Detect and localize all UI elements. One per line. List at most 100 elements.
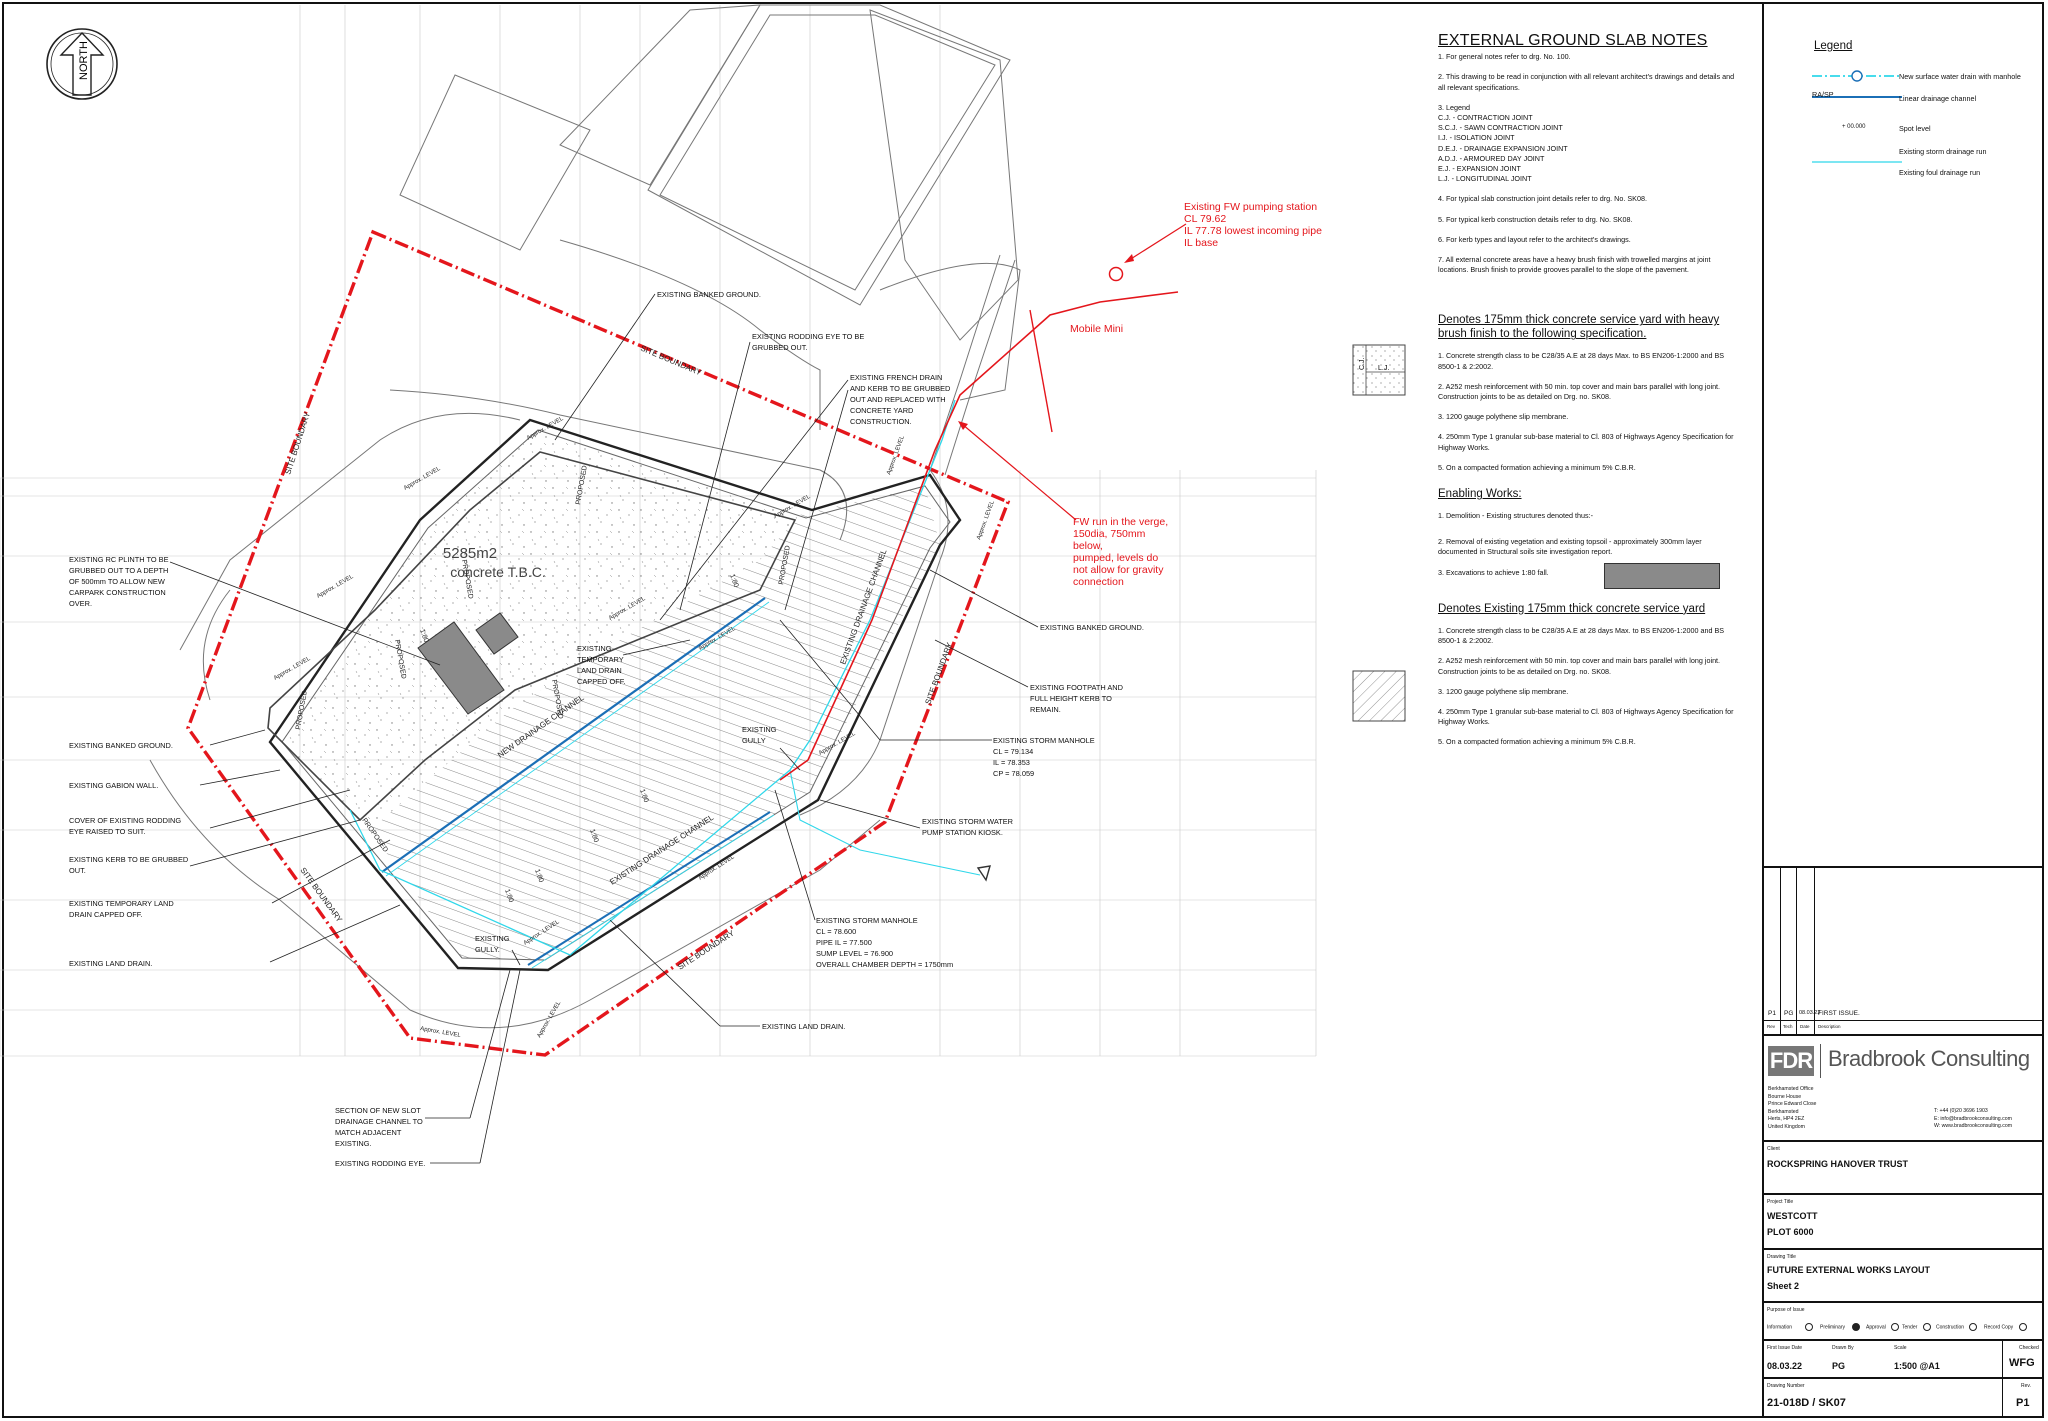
note-7: 7. All external concrete areas have a he… — [1438, 255, 1711, 275]
note-4: 4. For typical slab construction joint d… — [1438, 194, 1647, 204]
address-line-4: Berkhamsted — [1768, 1108, 1799, 1115]
drawn-by-value: PG — [1832, 1361, 1846, 1371]
area-size-label: 5285m2 — [443, 545, 497, 562]
purpose-approval: Approval — [1866, 1323, 1900, 1331]
approx-level-11: Approx. LEVEL — [420, 1026, 462, 1039]
callout-banked-top: EXISTING BANKED GROUND. — [657, 290, 761, 299]
notes-legend-cj: C.J. - CONTRACTION JOINT — [1438, 113, 1533, 123]
approx-level-6: Approx. LEVEL — [886, 434, 906, 475]
legend-text-channel: Linear drainage channel — [1899, 94, 1977, 103]
purpose-construction: Construction — [1936, 1323, 1978, 1331]
proposed-concrete-area — [282, 430, 800, 830]
fw-run-note-6: connection — [1073, 576, 1124, 588]
callout-plinth-1: EXISTING RC PLINTH TO BE — [69, 555, 169, 564]
north-arrow: NORTH — [46, 28, 118, 100]
site-boundary-label-top: SITE BOUNDARY — [639, 344, 703, 378]
drawing-number-block: Drawing Number 21-018D / SK07 Rev. P1 — [1762, 1377, 2044, 1418]
mobile-mini-note: Mobile Mini — [1070, 323, 1123, 335]
revision-head-rev: Rev — [1767, 1024, 1776, 1029]
callout-rodding-bottom: EXISTING RODDING EYE. — [335, 1159, 425, 1168]
callout-french-drain-3: OUT AND REPLACED WITH — [850, 395, 946, 404]
callout-gully-bottom-2: GULLY. — [475, 945, 500, 954]
external-slab-notes: EXTERNAL GROUND SLAB NOTES 1. For genera… — [1438, 32, 1738, 758]
company-block: FDR Bradbrook Consulting Berkhamsted Off… — [1762, 1034, 2044, 1140]
pumping-station-note-1: Existing FW pumping station — [1184, 201, 1317, 213]
callout-slot-channel-3: MATCH ADJACENT — [335, 1128, 402, 1137]
lj-symbol-label: L.J. — [1378, 365, 1389, 372]
approx-level-12: Approx. LEVEL — [537, 1000, 563, 1039]
callout-kerb-2: OUT. — [69, 866, 86, 875]
site-plan: NORTH 5285m2 concrete T.B.C. SITE BOUNDA… — [0, 4, 1322, 1168]
drawing-number-value: 21-018D / SK07 — [1767, 1397, 1846, 1409]
drawing-number-label: Drawing Number — [1767, 1383, 1805, 1389]
revision-head-by: Tech — [1783, 1024, 1793, 1029]
callout-storm-manhole-1-2: CL = 79.134 — [993, 747, 1033, 756]
existing-storm-drainage-run — [349, 399, 956, 956]
callout-gully-right-2: GULLY — [742, 736, 766, 745]
company-name: Bradbrook Consulting — [1828, 1046, 2030, 1071]
spec2-title: Denotes Existing 175mm thick concrete se… — [1438, 602, 1706, 615]
callout-french-drain-1: EXISTING FRENCH DRAIN — [850, 373, 942, 382]
rev-label: Rev. — [2021, 1383, 2031, 1389]
spec2-item-5: 5. On a compacted formation achieving a … — [1438, 737, 1636, 747]
pumping-station-note-2: CL 79.62 — [1184, 213, 1226, 225]
spec1-item-1: 1. Concrete strength class to be C28/35 … — [1438, 351, 1725, 371]
notes-legend-dej: D.E.J. - DRAINAGE EXPANSION JOINT — [1438, 143, 1568, 153]
fall-label-2: 1:80 — [638, 788, 649, 803]
right-panel-divider — [1762, 2, 1764, 1418]
approx-level-3: Approx. LEVEL — [316, 574, 355, 600]
callout-temp-drain-left-2: DRAIN CAPPED OFF. — [69, 910, 143, 919]
callout-plinth-4: CARPARK CONSTRUCTION — [69, 588, 166, 597]
address-line-6: United Kingdom — [1768, 1123, 1805, 1130]
note-1: 1. For general notes refer to drg. No. 1… — [1438, 52, 1571, 62]
callout-gully-right-1: EXISTING — [742, 725, 777, 734]
fw-run-note-5: not allow for gravity — [1073, 564, 1164, 576]
spec2-item-1: 1. Concrete strength class to be C28/35 … — [1438, 625, 1725, 646]
notes-legend-adj: A.D.J. - ARMOURED DAY JOINT — [1438, 153, 1545, 163]
callout-temp-drain-mid-1: EXISTING — [577, 644, 612, 653]
fw-run-note-3: below, — [1073, 540, 1103, 552]
purpose-preliminary: Preliminary — [1820, 1323, 1861, 1331]
client-label: Client — [1767, 1146, 1780, 1152]
project-label: Project Title — [1767, 1199, 1794, 1205]
drawing-title-label: Drawing Title — [1767, 1254, 1796, 1260]
project-line-1: WESTCOTT — [1767, 1211, 1818, 1221]
drawing-title-line-2: Sheet 2 — [1767, 1281, 1800, 1291]
callout-storm-manhole-2-2: CL = 78.600 — [816, 927, 856, 936]
callout-kerb-1: EXISTING KERB TO BE GRUBBED — [69, 855, 188, 864]
purpose-information: Information — [1767, 1323, 1814, 1331]
callout-rodding-cover-2: EYE RAISED TO SUIT. — [69, 827, 146, 836]
spec2-symbol — [1352, 670, 1406, 722]
revision-rev: P1 — [1768, 1010, 1776, 1017]
existing-buildings — [399, 4, 1021, 401]
callout-footpath-1: EXISTING FOOTPATH AND — [1030, 683, 1123, 692]
contact-phone: T: +44 (0)20 3696 1903 — [1934, 1108, 1988, 1114]
demolition-block-large — [417, 621, 505, 715]
callout-gully-bottom-1: EXISTING — [475, 934, 510, 943]
checked-label: Checked — [2019, 1345, 2039, 1351]
revision-table: P1 PG 08.03.22 FIRST ISSUE. Rev Tech Dat… — [1762, 866, 2044, 1035]
fall-label-5: 1:80 — [503, 888, 514, 903]
callout-slot-channel-1: SECTION OF NEW SLOT — [335, 1106, 421, 1115]
legend-symbols — [1812, 70, 1902, 163]
fall-label-1: 1:80 — [728, 573, 739, 588]
callout-leaders — [169, 293, 1039, 1164]
notes-legend-scj: S.C.J. - SAWN CONTRACTION JOINT — [1438, 123, 1563, 133]
callout-land-drain-left: EXISTING LAND DRAIN. — [69, 959, 152, 968]
purpose-construction-radio — [1969, 1323, 1978, 1331]
fall-label-6: 1:80 — [418, 628, 429, 643]
client-block: Client ROCKSPRING HANOVER TRUST — [1762, 1140, 2044, 1193]
callout-rodding-top-2: GRUBBED OUT. — [752, 343, 807, 352]
purpose-record: Record Copy — [1984, 1323, 2027, 1331]
address-line-2: Bourne House — [1768, 1093, 1802, 1100]
callout-plinth-5: OVER. — [69, 599, 92, 608]
spec2-item-3: 3. 1200 gauge polythene slip membrane. — [1438, 686, 1569, 696]
fw-run-note-4: pumped, levels do — [1073, 552, 1158, 564]
purpose-approval-radio — [1891, 1323, 1900, 1331]
revision-head-desc: Description — [1818, 1024, 1841, 1029]
demolition-block-small — [475, 612, 519, 655]
callout-rodding-cover-1: COVER OF EXISTING RODDING — [69, 816, 181, 825]
area-concrete-label: concrete T.B.C. — [450, 564, 545, 580]
note-5: 5. For typical kerb construction details… — [1438, 214, 1633, 224]
callout-french-drain-2: AND KERB TO BE GRUBBED — [850, 384, 950, 393]
